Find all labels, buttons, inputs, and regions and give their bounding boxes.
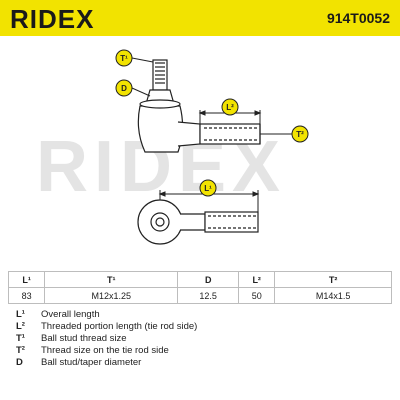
spec-header-cell: L² xyxy=(238,271,276,288)
label-l2-text: L² xyxy=(226,103,234,112)
legend-desc: Threaded portion length (tie rod side) xyxy=(41,321,198,332)
legend-key: D xyxy=(16,357,23,368)
label-l1-text: L¹ xyxy=(204,184,212,193)
spec-header-cell: L¹ xyxy=(7,271,46,288)
label-t1: T¹ xyxy=(115,49,133,67)
spec-header-cell: D xyxy=(177,271,240,288)
d-leader-line xyxy=(131,87,151,97)
legend-key: T¹ xyxy=(16,333,25,344)
legend-desc: Ball stud/taper diameter xyxy=(41,357,142,368)
spec-value-cell: 83 xyxy=(7,287,46,304)
label-t1-text: T¹ xyxy=(120,54,128,63)
label-d-text: D xyxy=(121,84,127,93)
spec-table-header-row: L¹ T¹ D L² T² xyxy=(7,271,392,288)
spec-value-cell: 12.5 xyxy=(177,287,240,304)
part-number: 914T0052 xyxy=(326,10,390,26)
legend: L¹ Overall length L² Threaded portion le… xyxy=(16,309,197,369)
legend-item: T² Thread size on the tie rod side xyxy=(16,345,197,357)
legend-desc: Thread size on the tie rod side xyxy=(41,345,169,356)
spec-value-cell: 50 xyxy=(238,287,276,304)
ball-stud-drawing xyxy=(137,59,184,153)
label-d: D xyxy=(115,79,133,97)
spec-header-cell: T² xyxy=(274,271,392,288)
legend-key: L¹ xyxy=(16,309,25,320)
legend-item: L² Threaded portion length (tie rod side… xyxy=(16,321,197,333)
legend-key: T² xyxy=(16,345,25,356)
spec-value-cell: M12x1.25 xyxy=(44,287,179,304)
spec-value-cell: M14x1.5 xyxy=(274,287,392,304)
label-t2-text: T² xyxy=(296,130,304,139)
header-bar: RIDEX 914T0052 xyxy=(0,0,400,36)
spec-table: L¹ T¹ D L² T² 83 M12x1.25 12.5 50 M14x1.… xyxy=(7,271,392,304)
legend-desc: Ball stud thread size xyxy=(41,333,127,344)
label-l1: L¹ xyxy=(199,179,217,197)
technical-drawing: T¹ D L² T² L¹ xyxy=(115,49,309,245)
spec-table-value-row: 83 M12x1.25 12.5 50 M14x1.5 xyxy=(7,287,392,304)
legend-item: T¹ Ball stud thread size xyxy=(16,333,197,345)
legend-item: D Ball stud/taper diameter xyxy=(16,357,197,369)
label-l2: L² xyxy=(221,98,239,116)
label-t2: T² xyxy=(291,125,309,143)
legend-item: L¹ Overall length xyxy=(16,309,197,321)
tie-rod-body-drawing xyxy=(177,121,261,147)
spec-header-cell: T¹ xyxy=(44,271,179,288)
t1-leader-line xyxy=(131,57,154,63)
legend-key: L² xyxy=(16,321,25,332)
legend-desc: Overall length xyxy=(41,309,100,320)
brand-logo: RIDEX xyxy=(10,4,95,34)
side-view-drawing xyxy=(137,199,259,245)
